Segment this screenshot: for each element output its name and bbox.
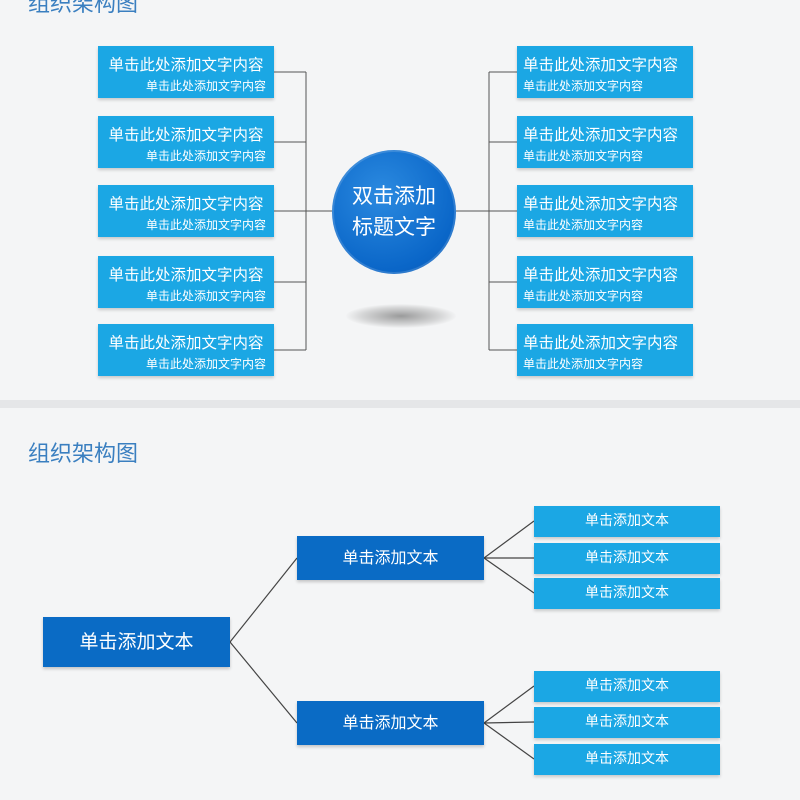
branch-node-1[interactable]: 单击添加文本 bbox=[297, 536, 484, 580]
connector-line bbox=[229, 557, 298, 643]
box-main-text: 单击此处添加文字内容 bbox=[108, 334, 264, 352]
connector-line bbox=[229, 641, 298, 724]
connector-line bbox=[483, 557, 535, 594]
connector-line bbox=[483, 520, 535, 559]
box-main-text: 单击此处添加文字内容 bbox=[108, 195, 264, 213]
slide-bottom: 组织架构图 单击添加文本 单击添加文本 单击添加文本 单击添加文本 单击添加文本… bbox=[0, 408, 800, 800]
tree-connector-lines bbox=[229, 520, 535, 760]
box-main-text: 单击此处添加文字内容 bbox=[108, 56, 264, 74]
branch-node-2[interactable]: 单击添加文本 bbox=[297, 701, 484, 745]
box-main-text: 单击此处添加文字内容 bbox=[523, 56, 679, 74]
connector-line bbox=[483, 722, 535, 760]
leaf-node[interactable]: 单击添加文本 bbox=[534, 578, 720, 609]
right-text-box-1[interactable]: 单击此处添加文字内容 单击此处添加文字内容 bbox=[517, 46, 693, 98]
box-sub-text: 单击此处添加文字内容 bbox=[145, 357, 266, 371]
connector-line bbox=[483, 721, 535, 724]
box-main-text: 单击此处添加文字内容 bbox=[523, 266, 679, 284]
left-text-box-3[interactable]: 单击此处添加文字内容 单击此处添加文字内容 bbox=[98, 185, 274, 237]
box-main-text: 单击此处添加文字内容 bbox=[108, 126, 264, 144]
right-text-box-4[interactable]: 单击此处添加文字内容 单击此处添加文字内容 bbox=[517, 256, 693, 308]
slide-title: 组织架构图 bbox=[28, 442, 139, 467]
leaf-node[interactable]: 单击添加文本 bbox=[534, 671, 720, 702]
left-text-box-5[interactable]: 单击此处添加文字内容 单击此处添加文字内容 bbox=[98, 324, 274, 376]
left-text-box-2[interactable]: 单击此处添加文字内容 单击此处添加文字内容 bbox=[98, 116, 274, 168]
connector-line bbox=[483, 685, 535, 724]
right-text-box-3[interactable]: 单击此处添加文字内容 单击此处添加文字内容 bbox=[517, 185, 693, 237]
box-sub-text: 单击此处添加文字内容 bbox=[145, 289, 266, 303]
box-sub-text: 单击此处添加文字内容 bbox=[145, 79, 266, 93]
box-sub-text: 单击此处添加文字内容 bbox=[523, 218, 644, 232]
box-sub-text: 单击此处添加文字内容 bbox=[523, 357, 644, 371]
leaf-node[interactable]: 单击添加文本 bbox=[534, 506, 720, 537]
center-title-circle[interactable]: 双击添加 标题文字 bbox=[332, 150, 456, 274]
root-node[interactable]: 单击添加文本 bbox=[43, 617, 230, 667]
box-sub-text: 单击此处添加文字内容 bbox=[523, 79, 644, 93]
center-title-line2: 标题文字 bbox=[352, 215, 436, 239]
slide-title: 组织架构图 bbox=[28, 0, 139, 17]
leaf-node[interactable]: 单击添加文本 bbox=[534, 543, 720, 574]
connector-lines bbox=[274, 71, 517, 351]
leaf-node[interactable]: 单击添加文本 bbox=[534, 744, 720, 775]
box-main-text: 单击此处添加文字内容 bbox=[523, 126, 679, 144]
box-main-text: 单击此处添加文字内容 bbox=[523, 334, 679, 352]
leaf-node[interactable]: 单击添加文本 bbox=[534, 707, 720, 738]
box-sub-text: 单击此处添加文字内容 bbox=[145, 149, 266, 163]
circle-shadow bbox=[346, 304, 456, 328]
slide-top: 组织架构图 单击此处添加文字内容 单击此处添加文字内容 单击此处添加文字内容 单… bbox=[0, 0, 800, 400]
box-main-text: 单击此处添加文字内容 bbox=[523, 195, 679, 213]
left-text-box-1[interactable]: 单击此处添加文字内容 单击此处添加文字内容 bbox=[98, 46, 274, 98]
box-sub-text: 单击此处添加文字内容 bbox=[523, 289, 644, 303]
right-text-box-5[interactable]: 单击此处添加文字内容 单击此处添加文字内容 bbox=[517, 324, 693, 376]
center-title-line1: 双击添加 bbox=[352, 184, 436, 208]
box-sub-text: 单击此处添加文字内容 bbox=[523, 149, 644, 163]
box-sub-text: 单击此处添加文字内容 bbox=[145, 218, 266, 232]
left-text-box-4[interactable]: 单击此处添加文字内容 单击此处添加文字内容 bbox=[98, 256, 274, 308]
right-text-box-2[interactable]: 单击此处添加文字内容 单击此处添加文字内容 bbox=[517, 116, 693, 168]
box-main-text: 单击此处添加文字内容 bbox=[108, 266, 264, 284]
